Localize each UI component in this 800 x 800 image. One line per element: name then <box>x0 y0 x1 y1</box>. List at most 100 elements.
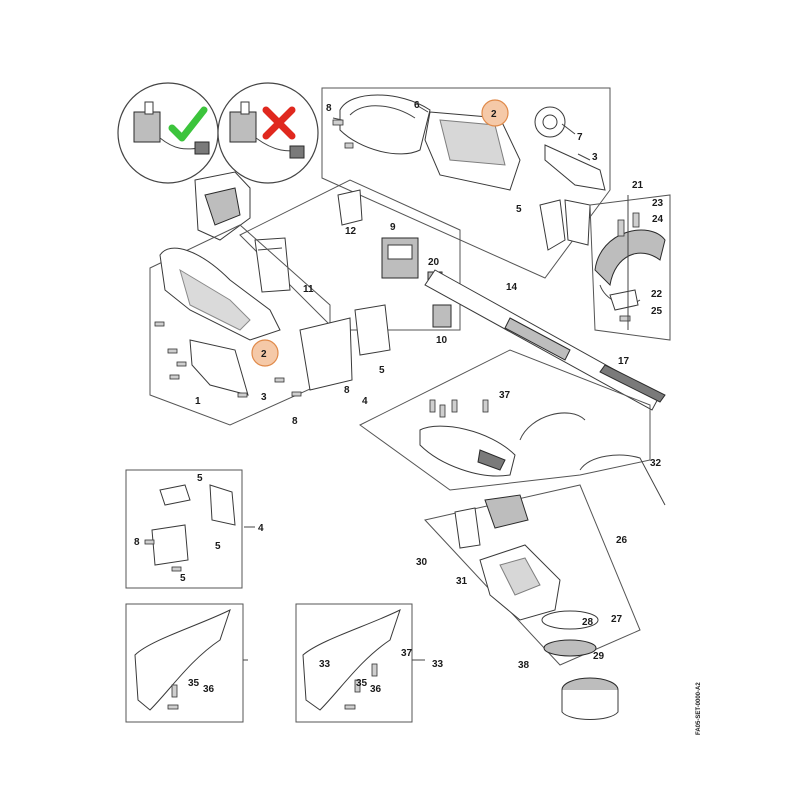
decal-part-17 <box>599 364 666 403</box>
label-4-box: 4 <box>258 523 264 534</box>
screw-8-upper <box>332 119 344 126</box>
cross-icon <box>262 106 296 140</box>
label-5-box-a: 5 <box>197 473 203 484</box>
label-2-upper: 2 <box>491 109 497 120</box>
cover-part-right <box>302 609 401 711</box>
label-8-mid: 8 <box>344 385 350 396</box>
screw-36-right <box>344 704 356 710</box>
motor-box <box>424 484 641 666</box>
handle-housing-part-2 <box>159 247 281 341</box>
motor-housing-part-31 <box>479 544 561 621</box>
label-5-box-c: 5 <box>180 573 186 584</box>
switch-part-10 <box>432 304 452 328</box>
screw-35-right <box>354 679 361 693</box>
label-17: 17 <box>618 356 630 367</box>
screws-handle <box>154 321 302 398</box>
highlight-circle-2-upper <box>481 99 509 127</box>
cover-box-right <box>295 603 413 723</box>
label-1: 1 <box>195 396 201 407</box>
spool-parts-27-29 <box>541 610 599 657</box>
label-36-left: 36 <box>203 684 215 695</box>
label-25: 25 <box>651 306 663 317</box>
screw-37-right <box>371 663 378 677</box>
ring-part-7 <box>534 106 566 138</box>
label-20: 20 <box>428 257 440 268</box>
motor-housing-upper <box>419 425 516 477</box>
label-8-lower: 8 <box>292 416 298 427</box>
label-36-right: 36 <box>370 684 382 695</box>
cover-box-left <box>125 603 244 723</box>
label-28: 28 <box>582 617 594 628</box>
label-6: 6 <box>414 100 420 111</box>
label-29: 29 <box>593 651 605 662</box>
label-31: 31 <box>456 576 468 587</box>
label-9: 9 <box>390 222 396 233</box>
trimmer-head-part-38 <box>561 677 619 720</box>
label-3-upper: 3 <box>592 152 598 163</box>
label-5-box-b: 5 <box>215 541 221 552</box>
screw-36-left <box>167 704 179 710</box>
label-8-box: 8 <box>134 537 140 548</box>
label-14: 14 <box>506 282 518 293</box>
motor-part-30 <box>454 494 529 549</box>
front-handle-box <box>359 349 651 491</box>
label-37-upper: 37 <box>499 390 511 401</box>
screws-37 <box>429 399 489 418</box>
label-33-left: 33 <box>319 659 331 670</box>
label-8-upper: 8 <box>326 103 332 114</box>
leader-lines <box>243 105 629 661</box>
cover-part-left <box>134 609 231 711</box>
part-12 <box>337 189 363 226</box>
screw-35-left <box>171 684 178 698</box>
label-5-mid: 5 <box>379 365 385 376</box>
label-2-lower: 2 <box>261 349 267 360</box>
grip-part-1 <box>189 339 249 396</box>
label-26: 26 <box>616 535 628 546</box>
label-24: 24 <box>652 214 664 225</box>
battery-part-9 <box>381 237 419 279</box>
screw-25 <box>619 315 631 322</box>
label-38: 38 <box>518 660 530 671</box>
switch-holder-part-4 <box>299 304 391 391</box>
label-7: 7 <box>577 132 583 143</box>
screw-24 <box>617 219 625 237</box>
label-30: 30 <box>416 557 428 568</box>
part-11 <box>254 237 291 293</box>
checkmark-icon <box>168 106 208 142</box>
housing-shell-part-6 <box>339 94 431 155</box>
label-27: 27 <box>611 614 623 625</box>
label-35-right: 35 <box>356 678 368 689</box>
housing-half-part-2 <box>424 111 521 191</box>
label-35-left: 35 <box>188 678 200 689</box>
wiring-incorrect-circle <box>217 82 319 184</box>
guard-wire-part-32 <box>579 454 666 506</box>
label-11: 11 <box>303 284 314 295</box>
bracket-22 <box>609 289 639 311</box>
loop-handle-part <box>519 412 586 441</box>
label-37-lower: 37 <box>401 648 413 659</box>
label-33-right: 33 <box>432 659 444 670</box>
wiring-correct-circle <box>117 82 219 184</box>
highlight-circle-2-lower <box>251 339 279 367</box>
label-3-mid: 3 <box>261 392 267 403</box>
switch-cover-part <box>194 171 251 241</box>
label-23: 23 <box>652 198 664 209</box>
label-4-mid: 4 <box>362 396 368 407</box>
detail-box-4 <box>125 469 243 589</box>
screw-8-upper-b <box>344 142 354 149</box>
screw-23 <box>632 212 640 228</box>
shaft-part-14 <box>424 269 661 411</box>
cover-part-3 <box>544 144 606 191</box>
label-21: 21 <box>632 180 644 191</box>
middle-box <box>239 179 461 331</box>
drawing-code: FA05-SET-0000-A2 <box>696 682 702 735</box>
guard-box <box>589 194 671 341</box>
label-10: 10 <box>436 335 448 346</box>
label-22: 22 <box>651 289 663 300</box>
label-12: 12 <box>345 226 357 237</box>
label-5-upper: 5 <box>516 204 522 215</box>
clip-parts-5-upper <box>539 199 591 251</box>
detail-box-4-parts <box>144 484 236 572</box>
label-32: 32 <box>650 458 662 469</box>
